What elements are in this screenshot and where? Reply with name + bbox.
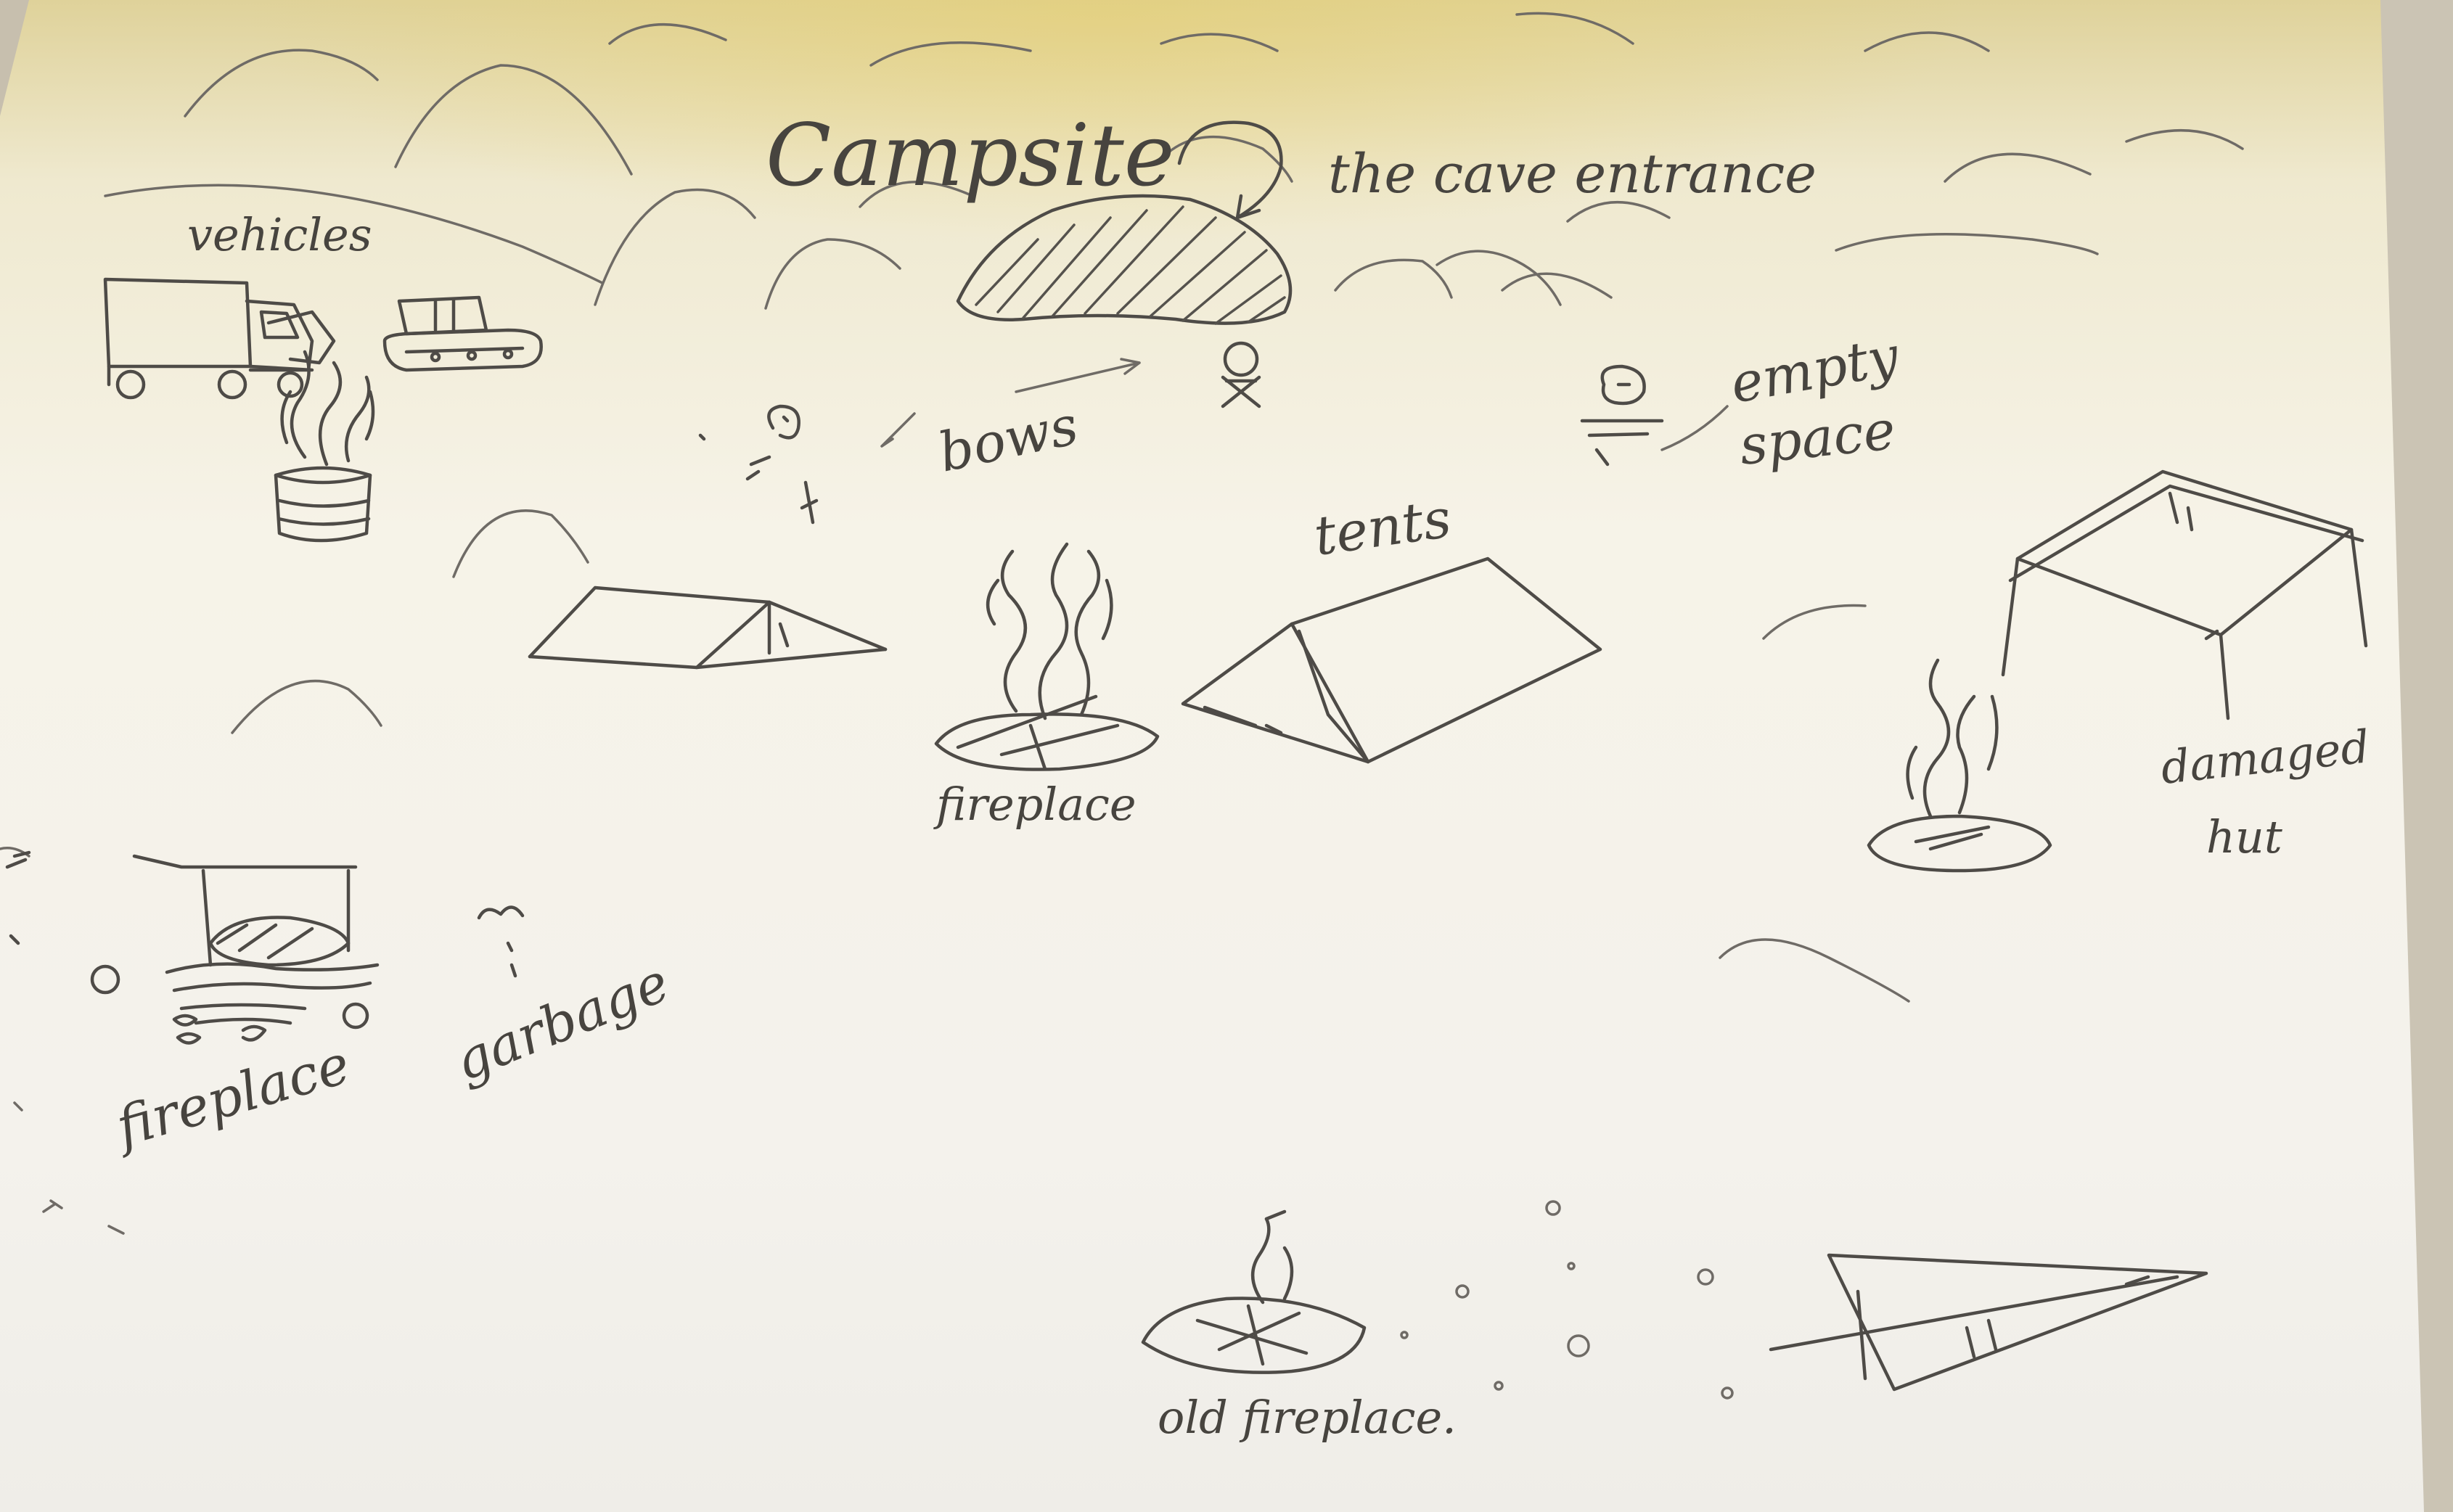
fireplace-left-icon: [5, 850, 380, 1045]
fireplace-center-label: fireplace: [933, 778, 1137, 831]
empty-space-marker-icon: [1580, 364, 1664, 467]
vehicle-truck-icon: [103, 277, 314, 400]
lean-to-icon: [1769, 1253, 2208, 1392]
damaged-hut-label-line2: hut: [2206, 810, 2282, 863]
cave-entrance-label: the cave entrance: [1328, 143, 1817, 205]
empty-space-pointer: [1660, 405, 1729, 451]
ground-specks: [13, 1101, 125, 1235]
bows-arrow: [880, 412, 916, 448]
hills: [0, 12, 2244, 1003]
bow-target-icon: [1221, 341, 1261, 408]
cave-entrance-icon: [956, 194, 1293, 325]
tent-small-icon: [528, 586, 888, 670]
vehicles-label: vehicles: [187, 208, 372, 261]
garbage-icon: [477, 905, 525, 978]
scattered-stones: [1400, 1200, 1734, 1400]
old-fireplace-icon: [1141, 1209, 1367, 1374]
fireplace-center-icon: [934, 542, 1160, 771]
cave-entrance-arrow: [1177, 120, 1283, 220]
map-title: Campsite: [766, 105, 1175, 205]
damaged-hut-icon: [2001, 469, 2368, 720]
tent-large-icon: [1181, 556, 1602, 764]
hut-fire-icon: [1867, 658, 2052, 873]
bows-pointer: [1015, 358, 1141, 393]
barrel-fire-icon: [274, 350, 375, 543]
vehicle-excavator-icon: [266, 295, 543, 372]
person-figure-icon: [698, 404, 819, 525]
table-edge: [2380, 0, 2453, 1512]
lamp-glow: [0, 0, 2453, 653]
old-fireplace-label: old fireplace.: [1158, 1391, 1457, 1444]
